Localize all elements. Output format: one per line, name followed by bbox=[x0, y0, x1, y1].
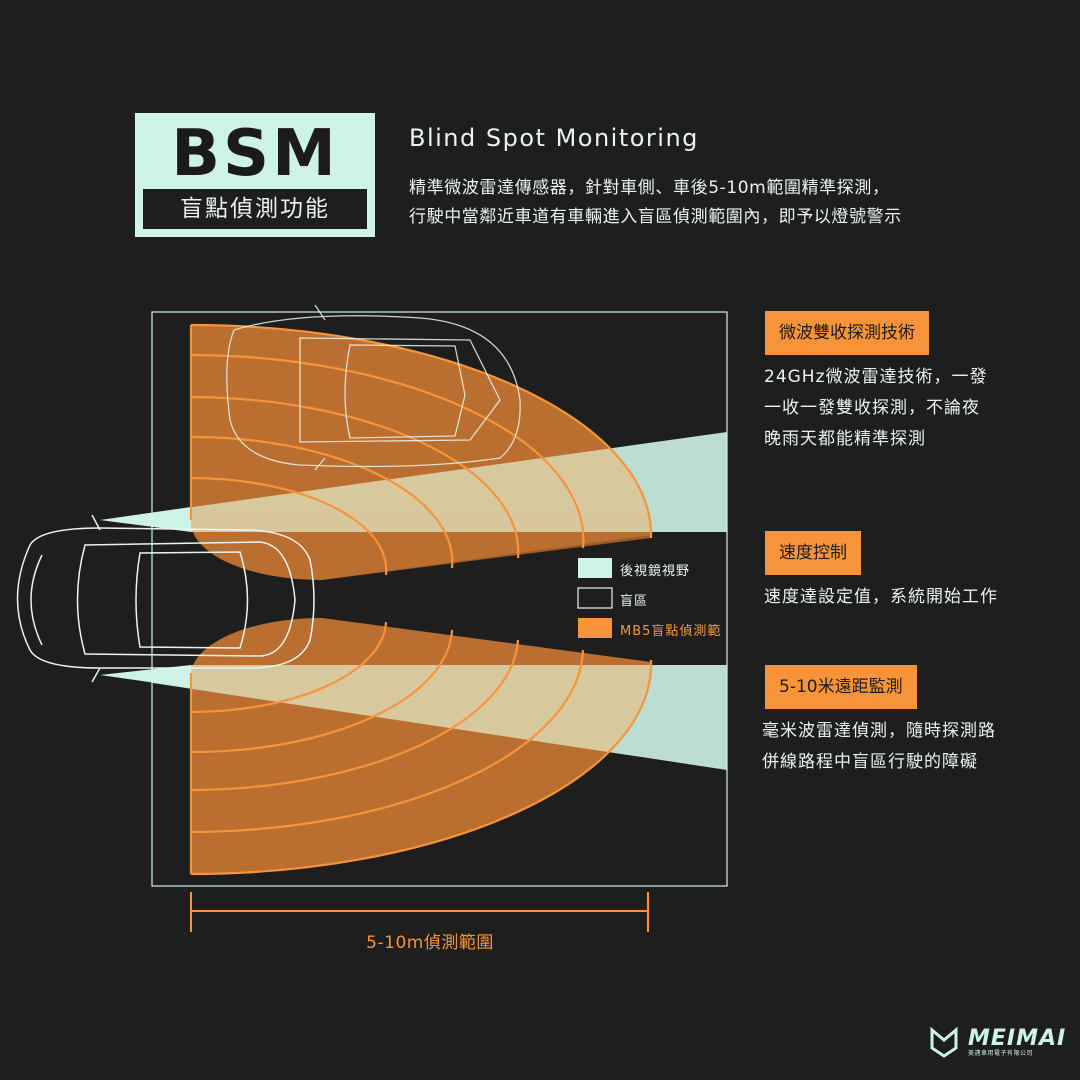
range-measure-bar bbox=[190, 892, 649, 932]
feature-desc-microwave: 24GHz微波雷達技術，一發 一收一發雙收探測，不論夜 晚雨天都能精準探測 bbox=[764, 362, 988, 455]
feature-line: 晚雨天都能精準探測 bbox=[764, 429, 926, 449]
feature-desc-speed: 速度達設定值，系統開始工作 bbox=[764, 582, 998, 613]
bsm-badge: BSM 盲點偵測功能 bbox=[135, 113, 375, 237]
main-car-outline bbox=[16, 514, 315, 683]
feature-line: 一收一發雙收探測，不論夜 bbox=[764, 398, 980, 418]
feature-line: 速度達設定值，系統開始工作 bbox=[764, 587, 998, 607]
page-description: 精準微波雷達傳感器，針對車側、車後5-10m範圍精準探測， 行駛中當鄰近車道有車… bbox=[409, 174, 902, 232]
scene-frame bbox=[151, 311, 728, 887]
meimai-logo-icon bbox=[930, 1026, 958, 1058]
description-line: 精準微波雷達傳感器，針對車側、車後5-10m範圍精準探測， bbox=[409, 178, 890, 198]
upper-radar-waves bbox=[189, 323, 653, 576]
badge-subtitle: 盲點偵測功能 bbox=[143, 189, 367, 229]
lower-radar-waves bbox=[189, 621, 653, 876]
lower-mirror-view bbox=[152, 665, 727, 770]
legend-label-blindspot: 盲區 bbox=[620, 594, 649, 609]
feature-tag-microwave: 微波雙收探測技術 bbox=[765, 311, 929, 355]
legend-swatch-mirror bbox=[578, 558, 612, 578]
legend-swatch-blindspot bbox=[577, 587, 613, 609]
description-line: 行駛中當鄰近車道有車輛進入盲區偵測範圍內，即予以燈號警示 bbox=[409, 207, 902, 227]
feature-line: 毫米波雷達偵測，隨時探測路 bbox=[762, 721, 996, 741]
badge-title: BSM bbox=[171, 117, 339, 191]
feature-tag-range: 5-10米遠距監測 bbox=[765, 665, 917, 709]
range-label: 5-10m偵測範圍 bbox=[366, 933, 494, 953]
feature-desc-range: 毫米波雷達偵測，隨時探測路 併線路程中盲區行駛的障礙 bbox=[762, 716, 996, 778]
page-title: Blind Spot Monitoring bbox=[409, 124, 699, 152]
legend-swatch-mb5 bbox=[578, 618, 612, 638]
upper-mirror-view bbox=[152, 432, 727, 532]
adjacent-car-outline bbox=[226, 304, 521, 471]
feature-tag-speed: 速度控制 bbox=[765, 531, 861, 575]
brand-subtitle: 美邁車用電子有限公司 bbox=[968, 1050, 1034, 1057]
feature-line: 併線路程中盲區行駛的障礙 bbox=[762, 752, 978, 772]
legend-label-mirror: 後視鏡視野 bbox=[620, 564, 691, 579]
brand-name: MEIMAI bbox=[968, 1026, 1067, 1051]
legend-label-mb5: MB5盲點偵測範 bbox=[620, 624, 722, 639]
feature-line: 24GHz微波雷達技術，一發 bbox=[764, 367, 988, 387]
